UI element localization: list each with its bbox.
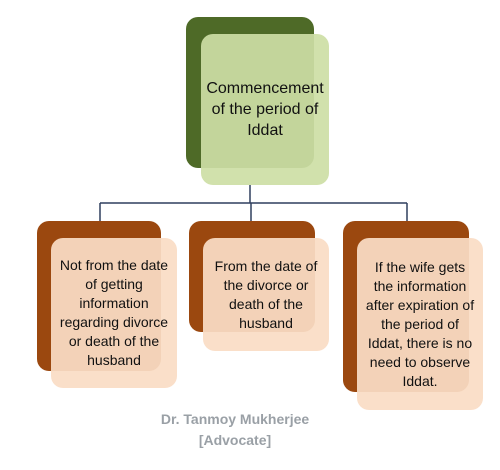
child-node-1: Not from the date of getting information… bbox=[51, 238, 177, 388]
author-role: [Advocate] bbox=[198, 432, 272, 448]
child-node-3: If the wife gets the information after e… bbox=[357, 238, 483, 410]
child-node-1-label: Not from the date of getting information… bbox=[59, 257, 169, 368]
author-name: Dr. Tanmoy Mukherjee bbox=[160, 411, 310, 427]
child-node-2-label: From the date of the divorce or death of… bbox=[214, 257, 318, 331]
child-node-2: From the date of the divorce or death of… bbox=[203, 238, 329, 351]
root-node-label: Commencement of the period of Iddat bbox=[206, 80, 324, 139]
child-node-3-label: If the wife gets the information after e… bbox=[365, 258, 475, 389]
root-node: Commencement of the period of Iddat bbox=[201, 34, 329, 185]
